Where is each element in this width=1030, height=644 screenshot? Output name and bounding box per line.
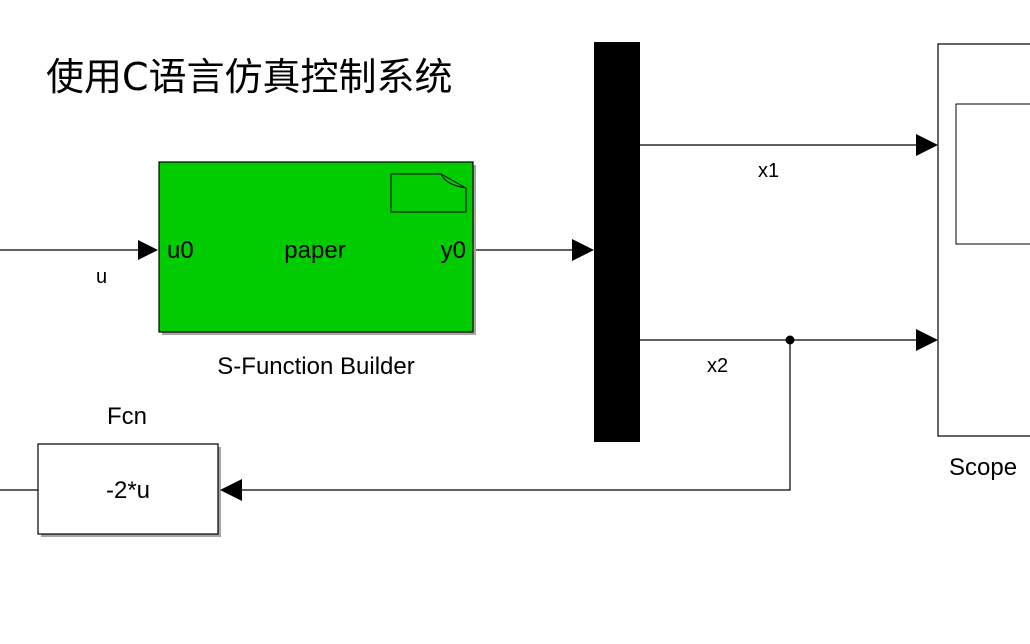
sfun-block-body[interactable] <box>158 161 474 333</box>
sfun-input-port-label: u0 <box>167 237 194 264</box>
signal-lines <box>0 144 920 491</box>
mux-block[interactable] <box>594 42 640 442</box>
diagram-title: 使用C语言仿真控制系统 <box>46 55 453 99</box>
sfun-block[interactable]: u0 paper y0 <box>158 161 476 335</box>
arrow-into-fcn <box>220 479 242 501</box>
scope-block[interactable] <box>937 43 1030 437</box>
document-icon <box>390 173 467 213</box>
scope-block-name: Scope <box>949 454 1017 481</box>
fcn-expression: -2*u <box>106 477 150 504</box>
sfun-center-label: paper <box>284 237 345 264</box>
arrow-into-scope-2 <box>916 329 938 351</box>
arrow-into-mux <box>572 239 594 261</box>
fcn-block[interactable]: -2*u <box>37 443 221 537</box>
signal-label-x1: x1 <box>758 160 779 182</box>
fcn-block-body[interactable] <box>37 443 219 535</box>
arrow-into-scope-1 <box>916 134 938 156</box>
branch-point[interactable] <box>785 335 795 345</box>
signal-line-x2-feedback[interactable] <box>240 340 791 491</box>
arrowheads <box>138 134 938 501</box>
signal-label-x2: x2 <box>707 355 728 377</box>
scope-display <box>955 103 1030 245</box>
sfun-block-name: S-Function Builder <box>217 353 414 380</box>
fcn-block-name: Fcn <box>107 403 147 430</box>
arrow-into-sfun <box>138 240 158 260</box>
signal-label-u: u <box>96 266 107 288</box>
sfun-output-port-label: y0 <box>441 237 466 264</box>
